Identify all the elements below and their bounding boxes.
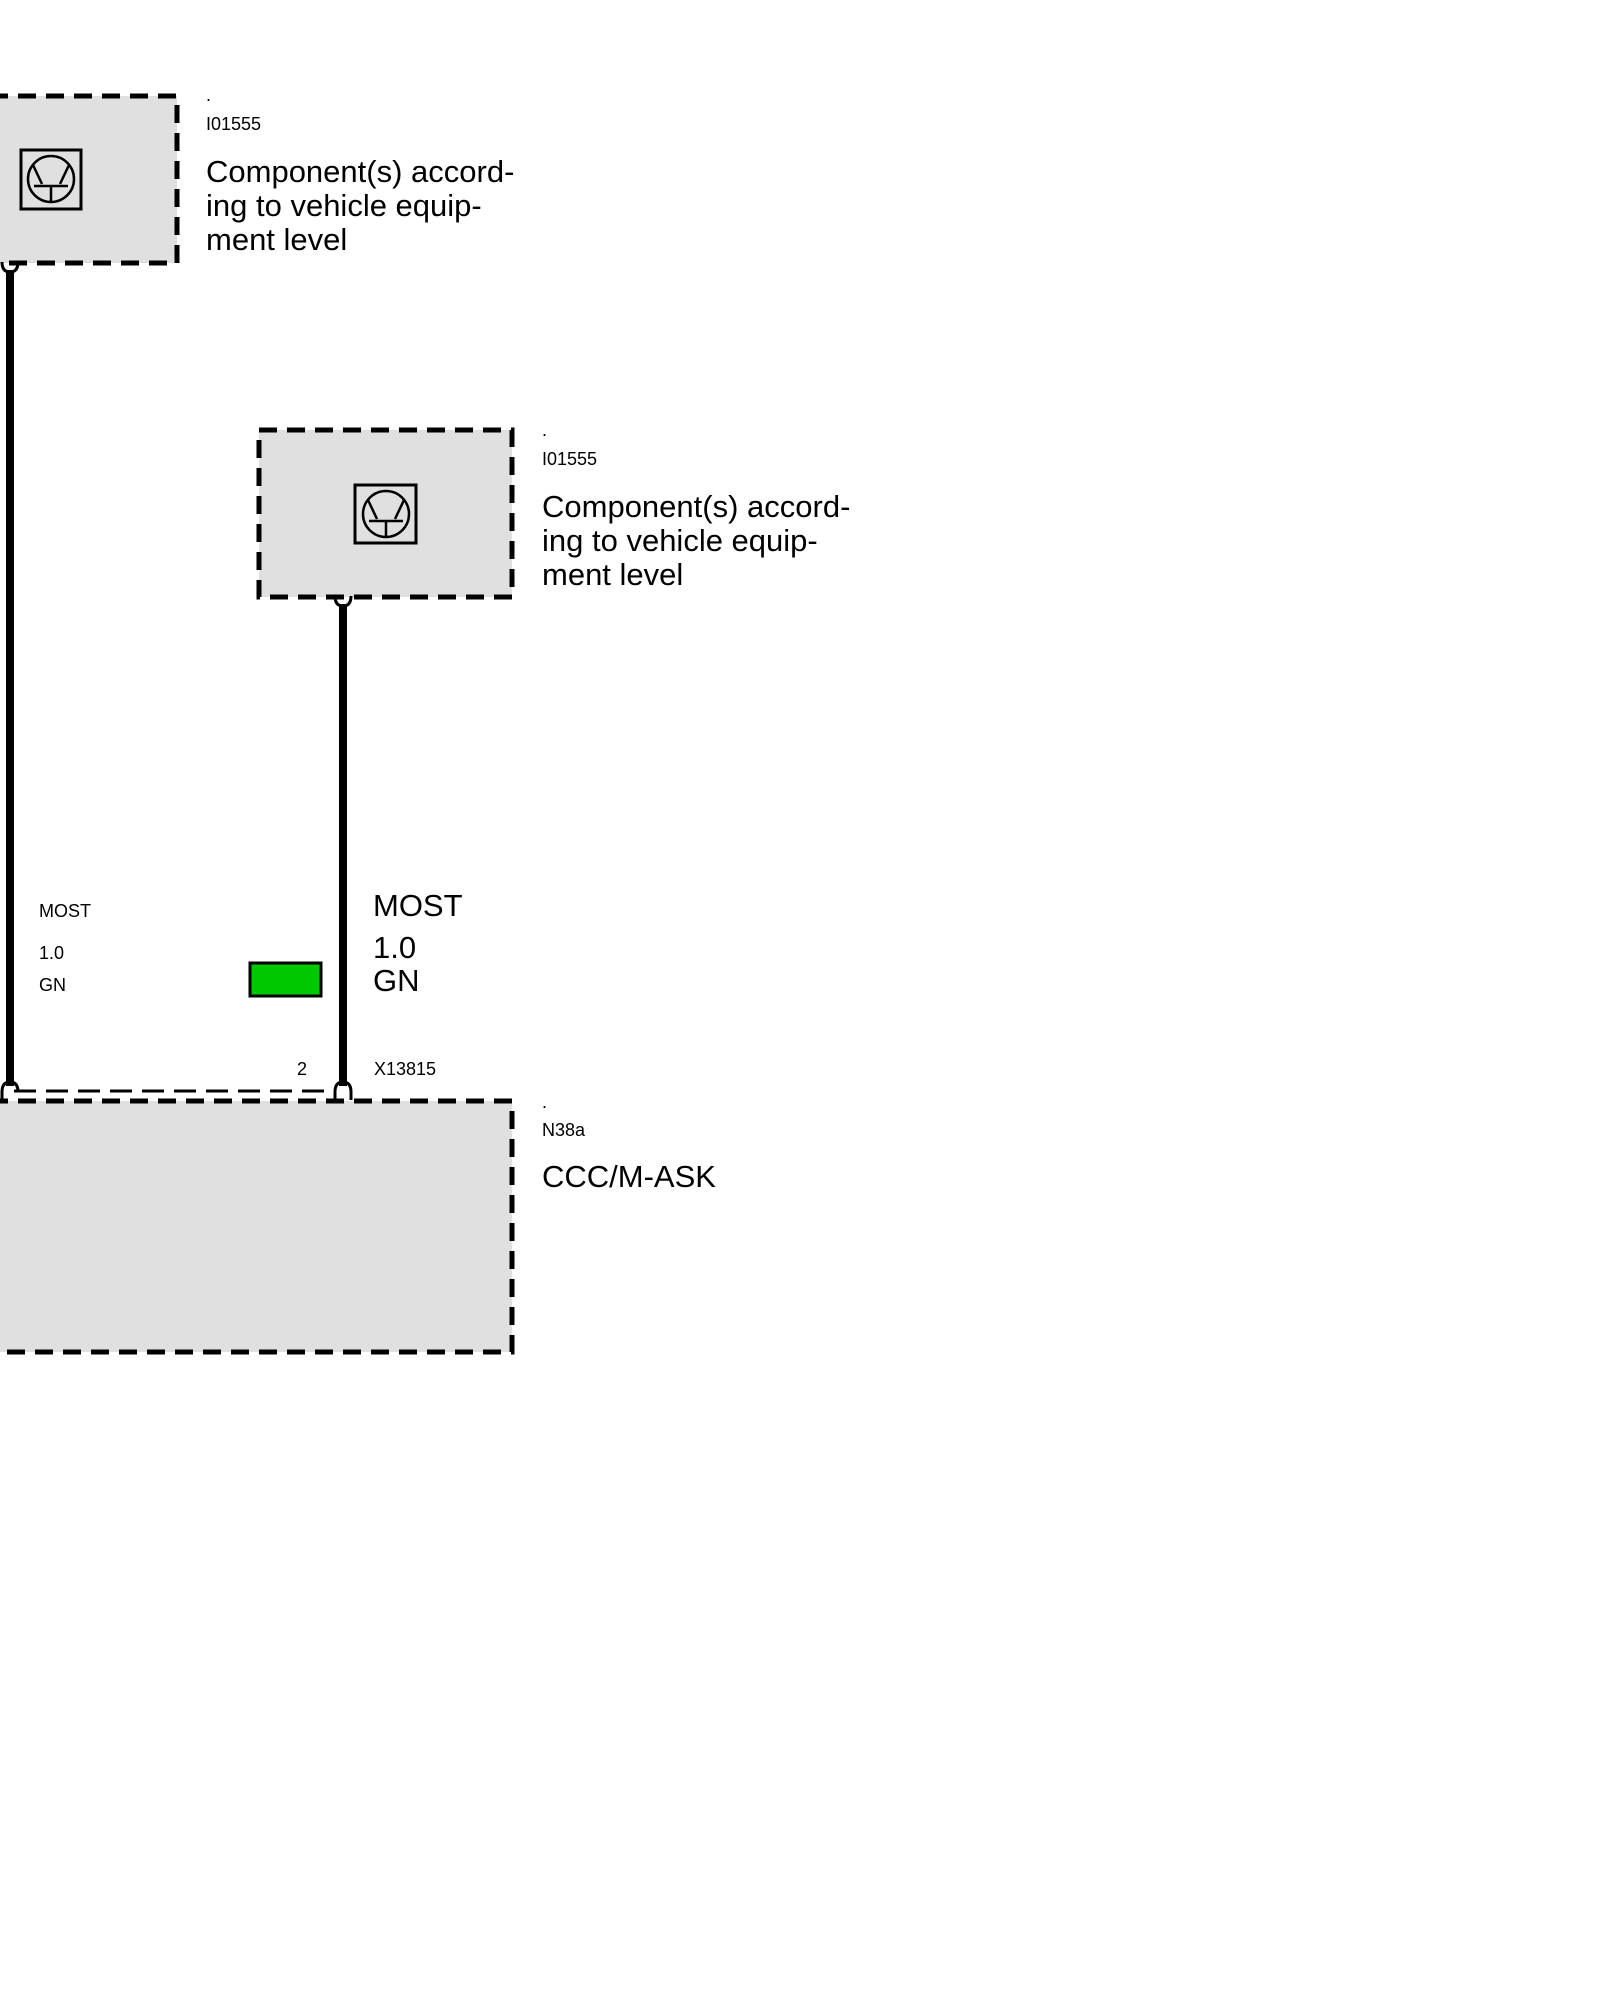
transistor-icon — [353, 483, 418, 545]
wire-left-color: GN — [39, 975, 66, 995]
component-2-description: Component(s) accord- ing to vehicle equi… — [542, 489, 851, 592]
control-unit-box[interactable] — [0, 1098, 515, 1355]
component-1-id: I01555 — [206, 114, 262, 134]
component-box-2[interactable] — [256, 427, 515, 600]
wire-left-cross-section: 1.0 — [39, 943, 65, 963]
transistor-icon — [19, 148, 83, 211]
wire-connector-top-middle — [333, 595, 353, 608]
wire-connector-top-left — [0, 261, 20, 274]
connector-pin-2 — [333, 1080, 353, 1100]
component-2-id: I01555 — [542, 449, 598, 469]
connector-pin-number: 2 — [297, 1059, 308, 1079]
component-1-dot: . — [206, 85, 212, 105]
connector-pin-left — [0, 1080, 20, 1100]
wire-color-swatch — [248, 961, 323, 998]
control-unit-dot: . — [542, 1092, 548, 1112]
wire-middle-color: GN — [373, 963, 420, 998]
wire-middle-cross-section: 1.0 — [373, 930, 417, 965]
control-unit-name: CCC/M-ASK — [542, 1159, 716, 1194]
component-1-description: Component(s) accord- ing to vehicle equi… — [206, 154, 515, 257]
connector-id: X13815 — [374, 1059, 437, 1079]
component-2-dot: . — [542, 420, 548, 440]
wire-left-bus: MOST — [39, 901, 91, 921]
control-unit-id: N38a — [542, 1120, 586, 1140]
component-box-1[interactable] — [0, 93, 180, 266]
wire-middle-bus: MOST — [373, 888, 463, 923]
